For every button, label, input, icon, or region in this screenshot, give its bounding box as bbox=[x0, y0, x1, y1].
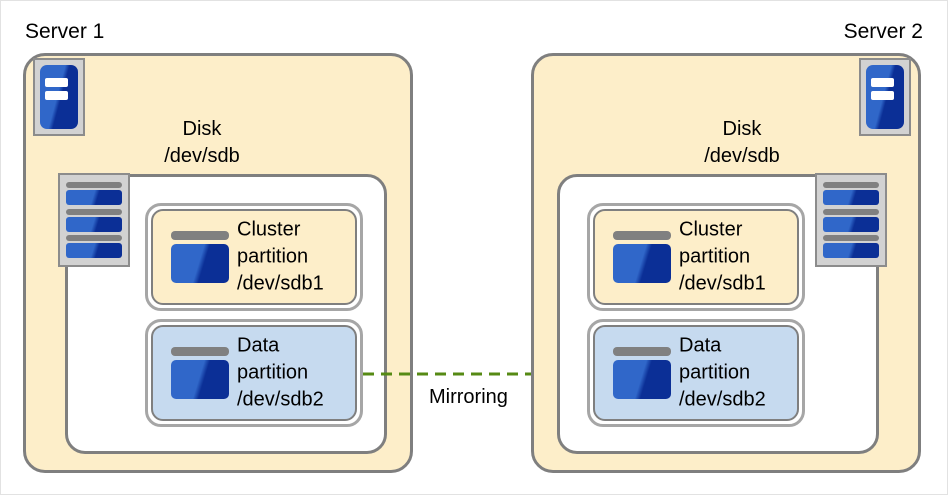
disk-name: Disk bbox=[182, 118, 222, 140]
server-tower-bar bbox=[871, 78, 895, 87]
disk-stack-unit bbox=[823, 180, 879, 207]
disk-partition-cap bbox=[613, 231, 671, 240]
disk-stack-unit bbox=[66, 180, 122, 207]
disk-stack-unit bbox=[823, 233, 879, 260]
disk-partition-icon bbox=[171, 231, 229, 283]
partition-line: /dev/sdb1 bbox=[679, 272, 766, 295]
server-tower-icon bbox=[859, 58, 911, 136]
server-2-title: Server 2 bbox=[843, 20, 923, 43]
disk-stack-plate bbox=[66, 216, 122, 232]
disk-partition-plate bbox=[613, 360, 671, 399]
disk-partition-cap bbox=[171, 231, 229, 240]
server-tower-bar bbox=[45, 91, 69, 100]
disk-stack-cap bbox=[66, 181, 122, 188]
server-1-disk-label: Disk /dev/sdb bbox=[119, 116, 285, 170]
disk-partition-plate bbox=[171, 244, 229, 283]
disk-stack-cap bbox=[823, 235, 879, 242]
disk-partition-plate bbox=[171, 360, 229, 399]
server-2-disk-label: Disk /dev/sdb bbox=[659, 116, 825, 170]
server-2-cluster-partition: Cluster partition /dev/sdb1 bbox=[587, 203, 805, 311]
disk-stack-icon bbox=[58, 173, 130, 267]
server-tower-body bbox=[40, 65, 78, 129]
partition-line: partition bbox=[679, 245, 751, 268]
partition-line: Data bbox=[679, 334, 722, 357]
partition-line: /dev/sdb2 bbox=[679, 388, 766, 411]
server-1-title: Server 1 bbox=[25, 20, 105, 43]
disk-device: /dev/sdb bbox=[704, 145, 780, 167]
partition-inner: Cluster partition /dev/sdb1 bbox=[151, 209, 357, 305]
disk-stack-plate bbox=[823, 189, 879, 205]
disk-partition-icon bbox=[613, 231, 671, 283]
server-tower-bar bbox=[45, 78, 69, 87]
disk-stack-plate bbox=[66, 189, 122, 205]
server-1-cluster-partition: Cluster partition /dev/sdb1 bbox=[145, 203, 363, 311]
disk-stack-plate bbox=[823, 243, 879, 259]
disk-stack-icon bbox=[815, 173, 887, 267]
server-tower-bar bbox=[871, 91, 895, 100]
partition-text: Cluster partition /dev/sdb1 bbox=[679, 217, 766, 298]
partition-text: Cluster partition /dev/sdb1 bbox=[237, 217, 324, 298]
partition-line: /dev/sdb1 bbox=[237, 272, 324, 295]
disk-stack-unit bbox=[823, 207, 879, 234]
disk-partition-icon bbox=[613, 347, 671, 399]
disk-partition-icon bbox=[171, 347, 229, 399]
disk-stack-cap bbox=[66, 235, 122, 242]
server-tower-icon bbox=[33, 58, 85, 136]
partition-inner: Data partition /dev/sdb2 bbox=[151, 325, 357, 421]
partition-line: /dev/sdb2 bbox=[237, 388, 324, 411]
partition-line: partition bbox=[237, 361, 309, 384]
disk-partition-cap bbox=[613, 347, 671, 356]
partition-line: partition bbox=[237, 245, 309, 268]
disk-stack-unit bbox=[66, 207, 122, 234]
partition-inner: Data partition /dev/sdb2 bbox=[593, 325, 799, 421]
partition-line: Cluster bbox=[237, 218, 301, 241]
disk-stack-cap bbox=[66, 208, 122, 215]
disk-stack-unit bbox=[66, 233, 122, 260]
mirroring-label: Mirroring bbox=[429, 386, 508, 408]
partition-inner: Cluster partition /dev/sdb1 bbox=[593, 209, 799, 305]
disk-device: /dev/sdb bbox=[164, 145, 240, 167]
partition-line: partition bbox=[679, 361, 751, 384]
disk-stack-cap bbox=[823, 181, 879, 188]
partition-line: Cluster bbox=[679, 218, 743, 241]
disk-stack-plate bbox=[66, 243, 122, 259]
server-1-data-partition: Data partition /dev/sdb2 bbox=[145, 319, 363, 427]
partition-line: Data bbox=[237, 334, 280, 357]
disk-partition-cap bbox=[171, 347, 229, 356]
partition-text: Data partition /dev/sdb2 bbox=[679, 333, 766, 414]
disk-stack-plate bbox=[823, 216, 879, 232]
server-2-data-partition: Data partition /dev/sdb2 bbox=[587, 319, 805, 427]
disk-stack-cap bbox=[823, 208, 879, 215]
partition-text: Data partition /dev/sdb2 bbox=[237, 333, 324, 414]
disk-name: Disk bbox=[722, 118, 762, 140]
server-tower-body bbox=[866, 65, 904, 129]
disk-partition-plate bbox=[613, 244, 671, 283]
